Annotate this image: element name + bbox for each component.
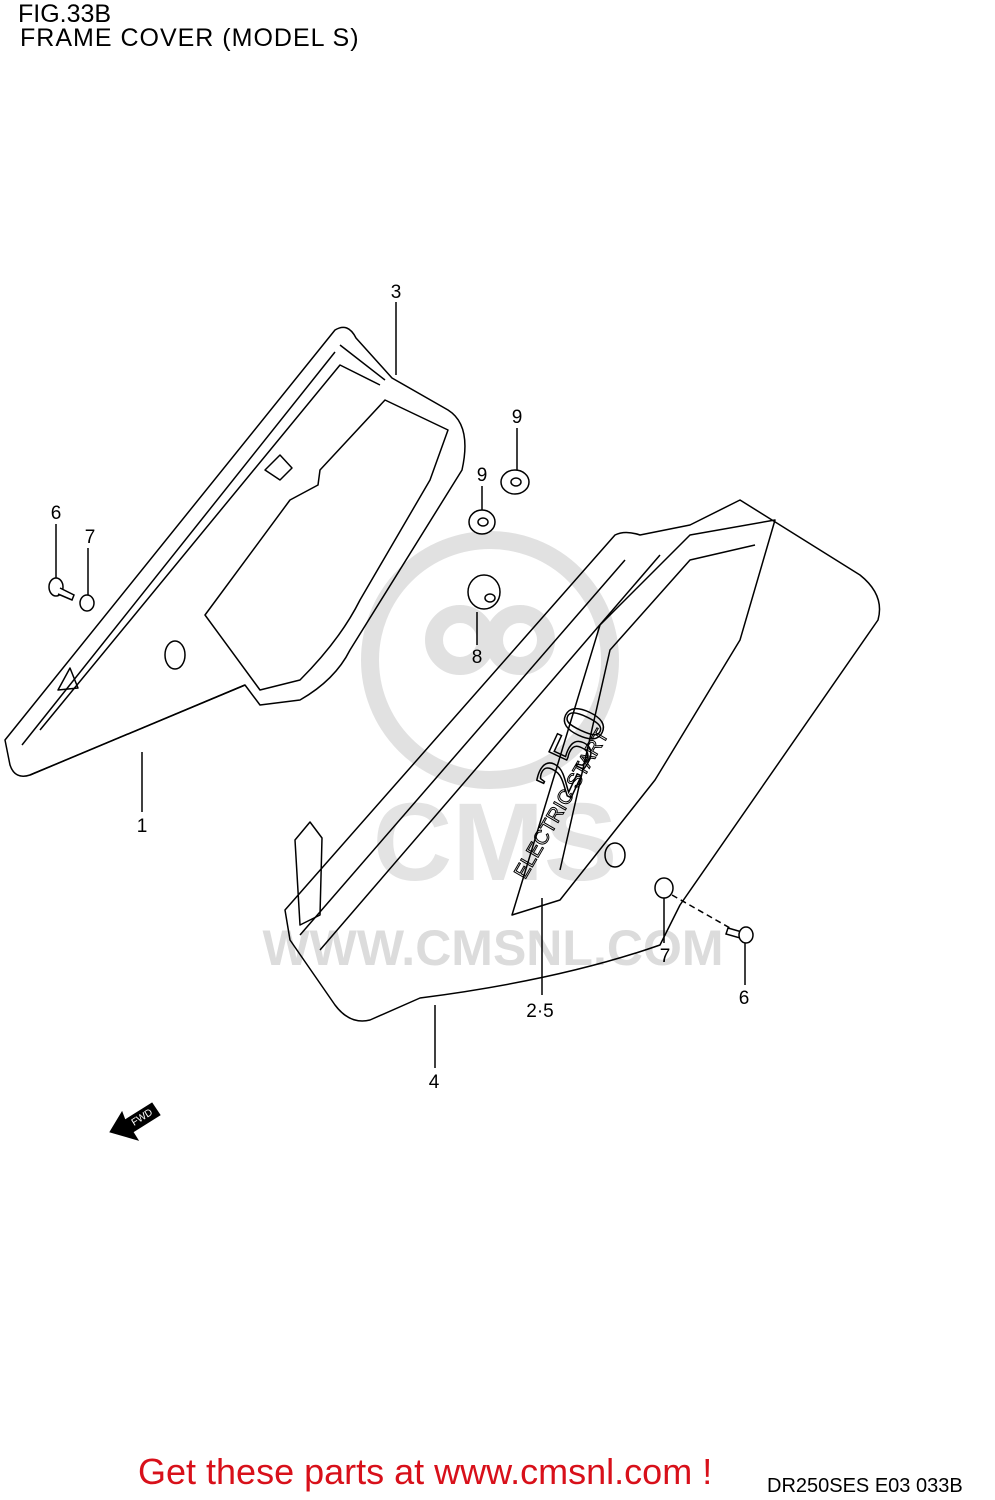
callout-3: 3 [391,282,402,303]
part-7-washer-right [654,877,674,899]
callout-1: 1 [137,816,148,837]
watermark-eye-right [485,605,555,675]
part-8-grommet [467,574,501,610]
watermark-face-outline [361,531,619,789]
part-6-bolt-left [48,577,75,601]
callout-9-lower: 9 [477,465,488,486]
part-7-washer-left [79,594,95,612]
callout-6-right: 6 [739,988,750,1009]
callout-9-upper: 9 [512,407,523,428]
diagram-code: DR250SES E03 033B [765,1474,963,1498]
assembly-dash-line [671,894,731,929]
part-3-frame-cover-left [4,326,466,777]
callout-2-5: 2·5 [526,1001,553,1022]
callout-4: 4 [429,1072,440,1093]
leader-lines [55,302,746,1068]
watermark-logo [361,531,619,789]
get-parts-link[interactable]: Get these parts at www.cmsnl.com ! [138,1451,713,1492]
part-2-5-decal [511,519,776,916]
part-6-bolt-right [725,926,754,944]
watermark-url: WWW.CMSNL.COM [262,920,723,976]
callout-8: 8 [472,647,483,668]
fwd-arrow-icon: FWD [109,1102,161,1141]
part-9-grommet-lower [468,509,496,535]
part-9-grommet-upper [500,469,530,495]
callout-7-right: 7 [660,946,671,967]
figure-id: FIG.33B [18,0,112,28]
figure-title: FRAME COVER (MODEL S) [20,24,360,52]
callout-7-left: 7 [85,527,96,548]
callout-6-left: 6 [51,503,62,524]
